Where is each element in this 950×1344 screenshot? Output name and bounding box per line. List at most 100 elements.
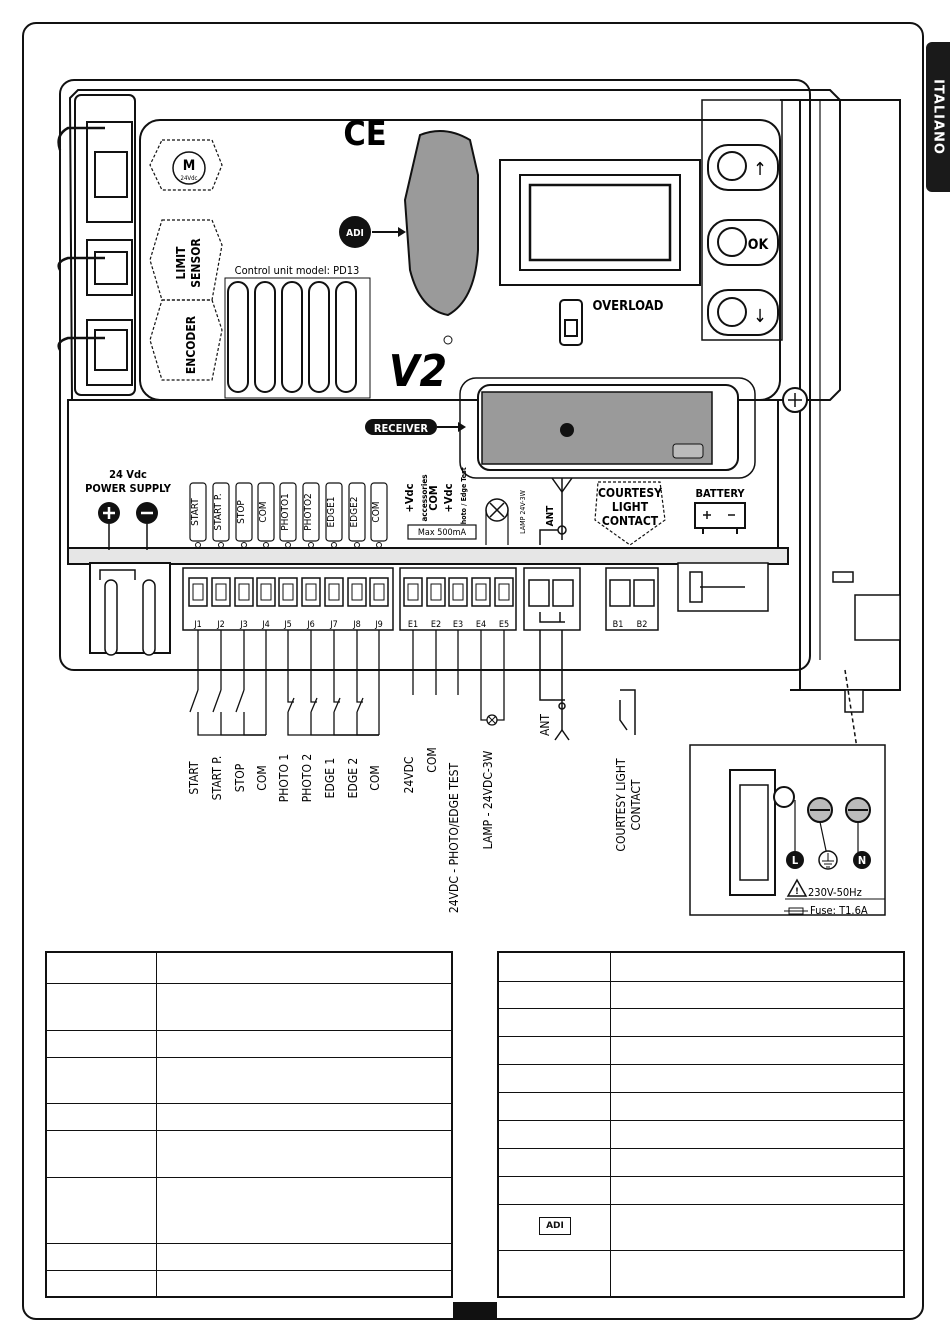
terminal-e4-screw xyxy=(471,577,491,607)
right-table: ADI xyxy=(497,951,905,1298)
language-tab: ITALIANO xyxy=(926,42,950,192)
table-row xyxy=(47,953,451,983)
courtesy-light-box xyxy=(594,481,666,546)
power-supply-title-2: POWER SUPPLY xyxy=(85,482,172,495)
table-column-separator xyxy=(156,953,157,1296)
table-row xyxy=(47,1270,451,1298)
mains-fuse: Fuse: T1.6A xyxy=(810,904,868,917)
terminal-j7-bottom-label: EDGE 1 xyxy=(323,758,337,799)
e-bottom-label-3: LAMP - 24VDC-3W xyxy=(481,750,495,849)
terminal-j8: J8 xyxy=(352,620,361,630)
terminal-j7: J7 xyxy=(329,620,338,630)
motor-badge-sub: 24Vdc xyxy=(181,175,198,182)
table-row xyxy=(499,1250,903,1298)
table-row xyxy=(47,1130,451,1177)
adi-module-slot xyxy=(403,130,479,317)
table-row xyxy=(499,1008,903,1036)
button-down[interactable]: ↓ xyxy=(753,306,767,327)
e-top-label-4: Photo / Edge Test xyxy=(460,467,468,529)
terminal-j6-top-label: PHOTO2 xyxy=(303,493,314,531)
terminal-j1-bottom-label: START xyxy=(187,761,201,795)
terminal-j4-top-label: COM xyxy=(258,501,269,522)
terminal-j1-screw xyxy=(188,577,208,607)
terminal-j4: J4 xyxy=(261,620,270,630)
battery-terminal-block xyxy=(605,567,659,631)
terminal-j4-bottom-label: COM xyxy=(255,765,269,790)
terminal-j1: J1 xyxy=(193,620,202,630)
terminal-j3-top-box xyxy=(235,482,253,542)
terminal-e2-screw xyxy=(426,577,446,607)
table-row xyxy=(499,981,903,1008)
table-row xyxy=(47,1177,451,1243)
terminal-j2-top-box xyxy=(212,482,230,542)
courtesy-top-3: CONTACT xyxy=(602,514,659,528)
left-table xyxy=(45,951,453,1298)
table-row xyxy=(499,1148,903,1176)
mains-voltage: 230V-50Hz xyxy=(808,886,862,899)
warning-icon: ! xyxy=(795,887,799,897)
terminal-e2: E2 xyxy=(431,620,441,630)
terminal-j1-top-box xyxy=(189,482,207,542)
terminal-j5: J5 xyxy=(283,620,292,630)
terminal-j5-top-box xyxy=(279,482,297,542)
terminal-j9-screw xyxy=(369,577,389,607)
terminal-j5-bottom-label: PHOTO 1 xyxy=(277,754,291,803)
table-row xyxy=(499,953,903,981)
terminal-j9-top-box xyxy=(370,482,388,542)
e-top-label-2: COM xyxy=(427,485,440,511)
mains-inset: L N ! 230V-50Hz Fuse: T1.6A xyxy=(689,744,886,917)
ant-terminal-block xyxy=(523,567,581,631)
courtesy-bottom-1: COURTESY LIGHT xyxy=(614,758,628,852)
encoder-label: ENCODER xyxy=(184,315,198,374)
table-column-separator xyxy=(610,953,611,1296)
courtesy-contact-wire xyxy=(619,689,636,735)
limit-sensor-label-2: SENSOR xyxy=(189,238,203,288)
max-current-label: Max 500mA xyxy=(418,528,467,538)
adi-badge: ADI xyxy=(339,216,406,248)
terminal-j6-bottom-label: PHOTO 2 xyxy=(300,754,314,803)
ant-top-symbol xyxy=(539,477,573,545)
button-up[interactable]: ↑ xyxy=(753,159,767,180)
table-row xyxy=(499,1120,903,1148)
terminal-j2-top-label: START P. xyxy=(213,493,224,530)
terminal-e4: E4 xyxy=(476,620,486,630)
terminal-j9: J9 xyxy=(374,620,383,630)
terminal-j6-top-box xyxy=(302,482,320,542)
terminal-j8-top-label: EDGE2 xyxy=(349,497,360,528)
terminal-e5: E5 xyxy=(499,620,509,630)
ce-mark: CE xyxy=(343,114,386,154)
adi-badge-label: ADI xyxy=(346,228,364,239)
ant-top-label: ANT xyxy=(545,505,556,526)
e-bottom-label-1: COM xyxy=(425,747,439,772)
terminal-j2-screw xyxy=(211,577,231,607)
terminal-j4-top-box xyxy=(257,482,275,542)
terminal-j7-top-box xyxy=(325,482,343,542)
terminal-j3: J3 xyxy=(239,620,248,630)
model-label: Control unit model: PD13 xyxy=(235,264,360,277)
terminal-j1-top-label: START xyxy=(190,498,201,526)
terminal-j8-screw xyxy=(347,577,367,607)
table-row xyxy=(47,1057,451,1103)
terminal-j8-bottom-label: EDGE 2 xyxy=(346,758,360,799)
terminal-b2: B2 xyxy=(637,620,648,630)
power-supply-title-1: 24 Vdc xyxy=(109,468,147,481)
mains-l: L xyxy=(792,854,799,867)
lamp-top-label: LAMP 24V-3W xyxy=(519,489,527,533)
table-row xyxy=(499,1064,903,1092)
terminal-e5-screw xyxy=(494,577,514,607)
terminal-e3: E3 xyxy=(453,620,463,630)
table-row xyxy=(47,983,451,1030)
button-ok[interactable]: OK xyxy=(748,237,770,253)
table-row xyxy=(499,1036,903,1064)
terminal-b1: B1 xyxy=(613,620,624,630)
e-bottom-label-2: 24VDC - PHOTO/EDGE TEST xyxy=(447,762,461,913)
table-row xyxy=(47,1030,451,1057)
terminal-j9-top-label: COM xyxy=(371,501,382,522)
terminal-j7-top-label: EDGE1 xyxy=(326,497,337,528)
terminal-j4-screw xyxy=(256,577,276,607)
terminal-j3-screw xyxy=(234,577,254,607)
battery-label: BATTERY xyxy=(695,487,745,500)
table-row xyxy=(499,1176,903,1204)
power-plus-terminal xyxy=(98,502,120,550)
